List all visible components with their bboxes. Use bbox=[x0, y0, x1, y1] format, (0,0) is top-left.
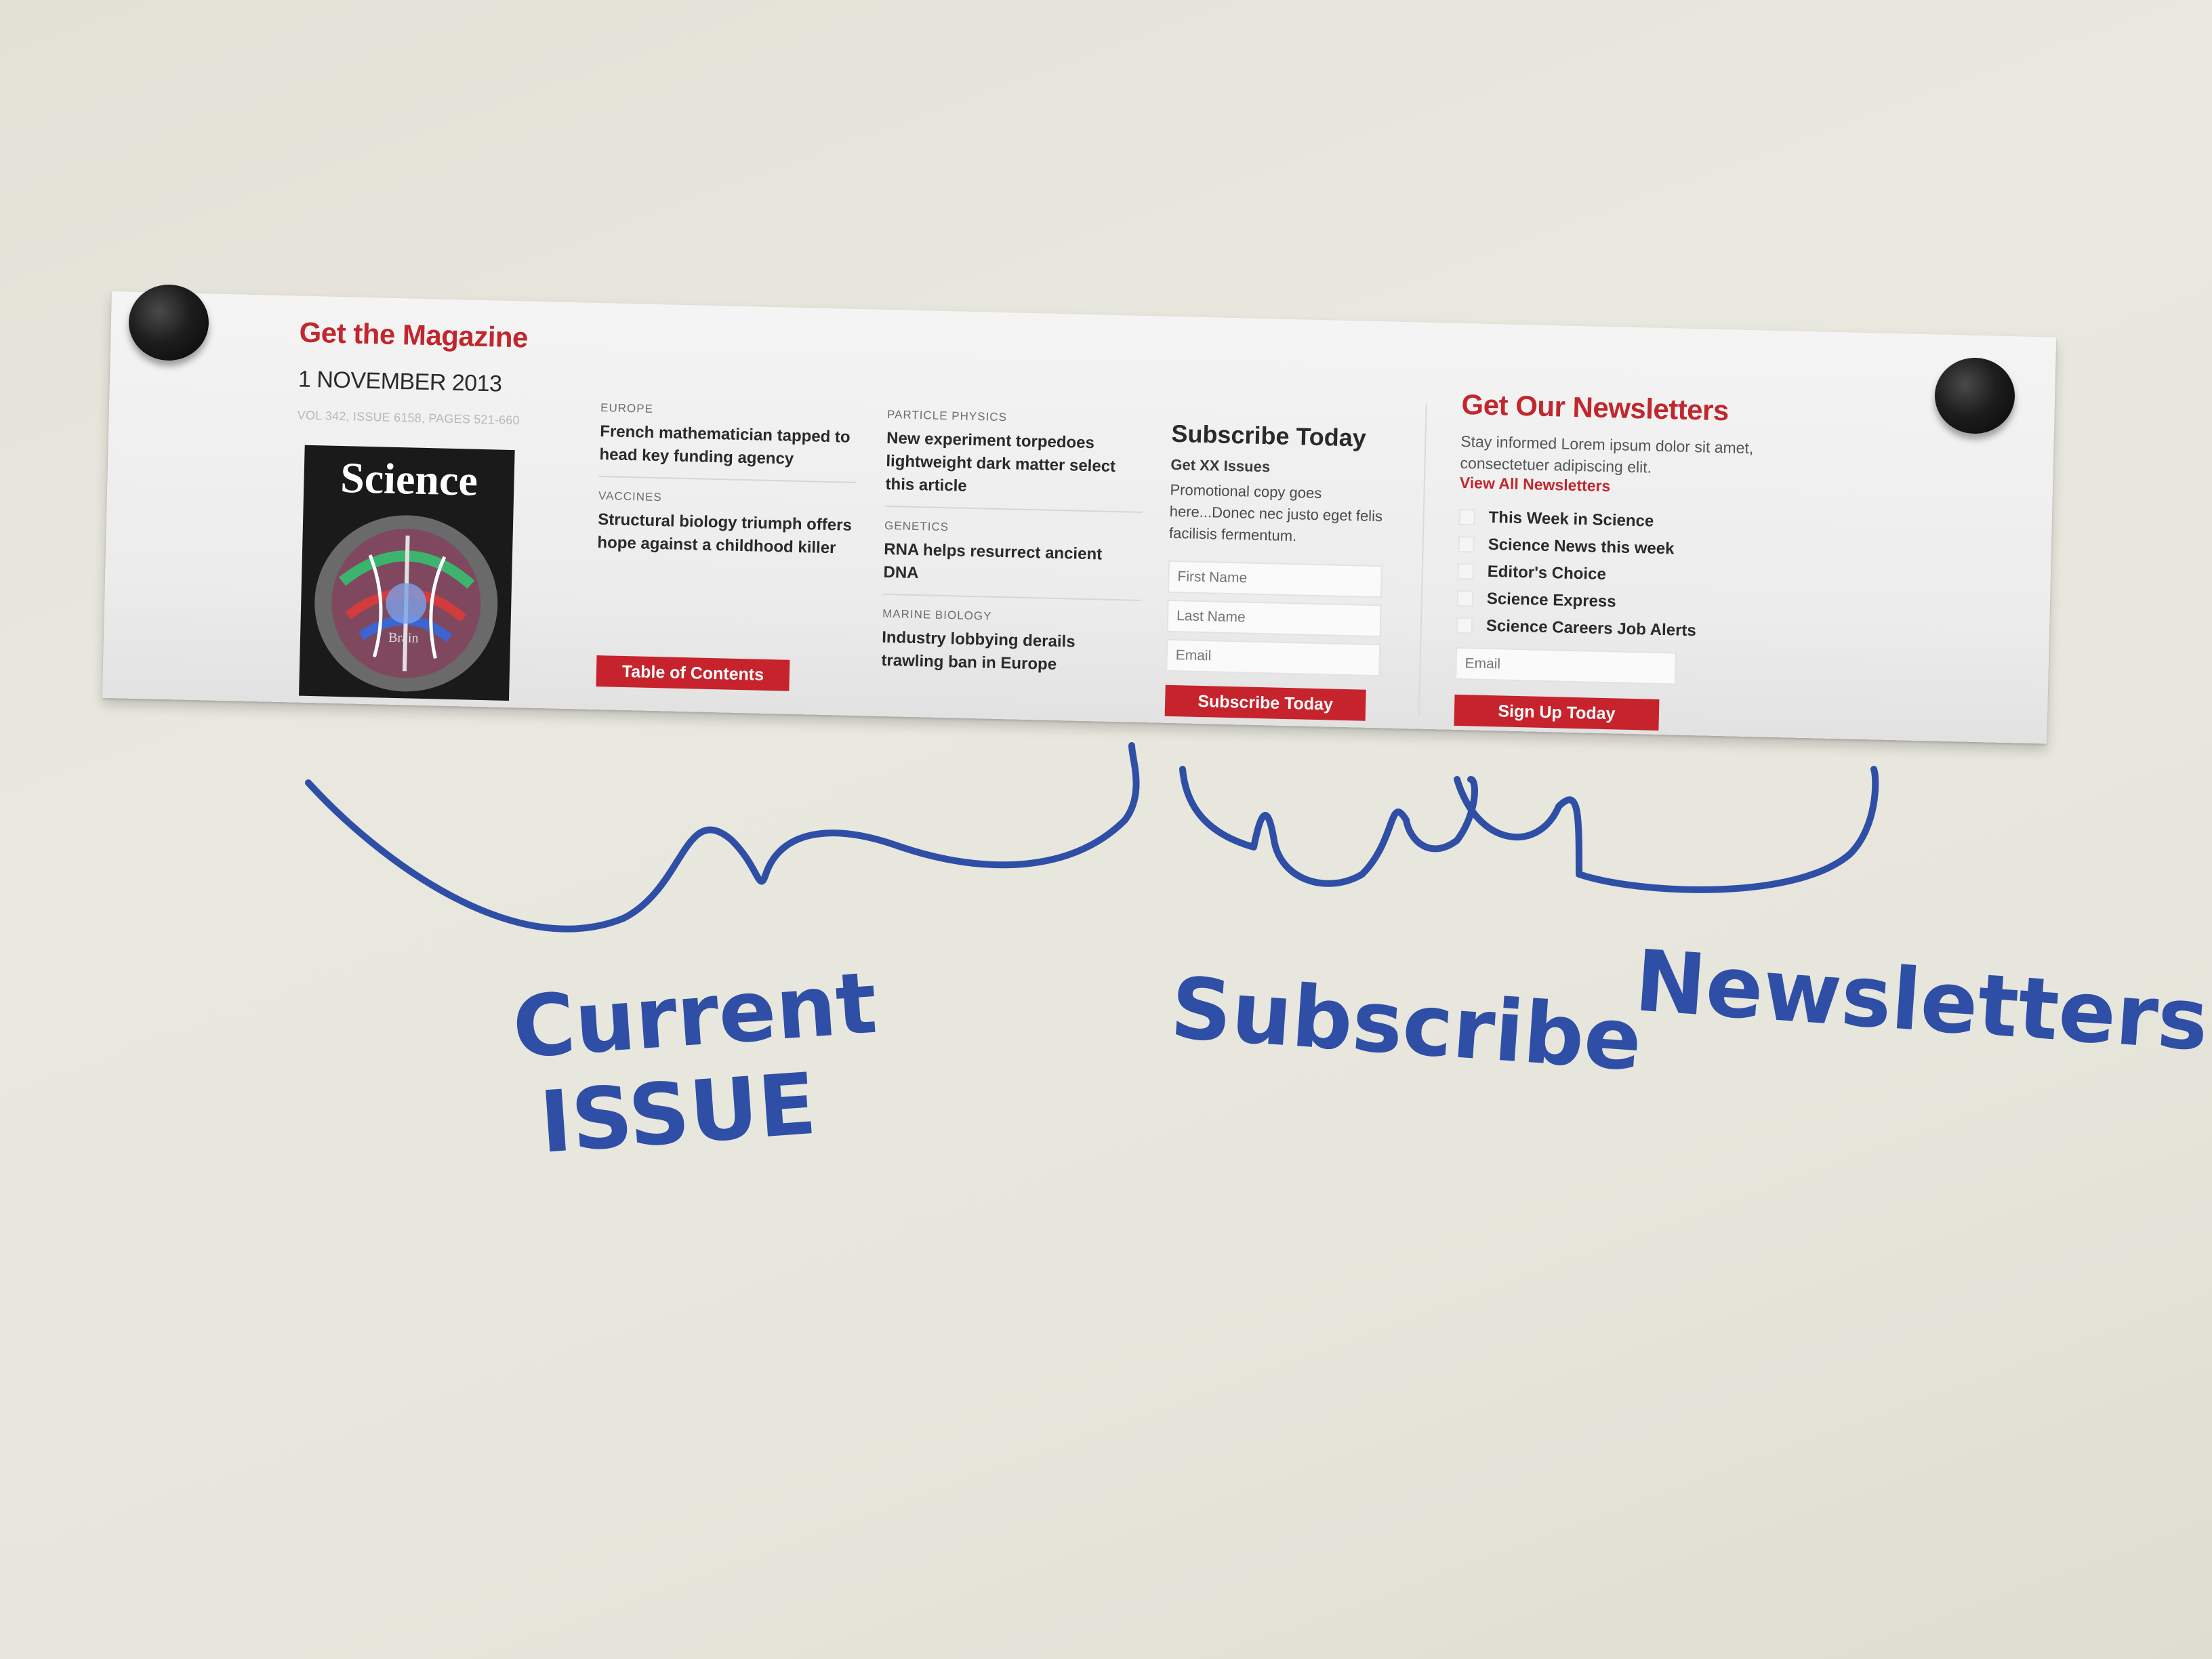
annotation-newsletters: Newsletters bbox=[1632, 932, 2211, 1070]
left-magnet bbox=[129, 285, 209, 361]
right-magnet bbox=[1935, 358, 2015, 434]
brain-cover-image bbox=[314, 515, 498, 692]
newsletters-brace bbox=[1454, 766, 1879, 893]
annotation-subscribe: Subscribe bbox=[1168, 959, 1645, 1090]
annotation-current: Current bbox=[510, 954, 880, 1078]
annotation-issue: ISSUE bbox=[537, 1055, 819, 1172]
current-issue-brace bbox=[305, 742, 1140, 933]
printed-mockup-strip: Get the Magazine 1 NOVEMBER 2013 VOL 342… bbox=[102, 291, 2057, 744]
subscribe-brace bbox=[1179, 766, 1478, 887]
magazine-cover[interactable]: Science Brain bbox=[299, 445, 515, 701]
